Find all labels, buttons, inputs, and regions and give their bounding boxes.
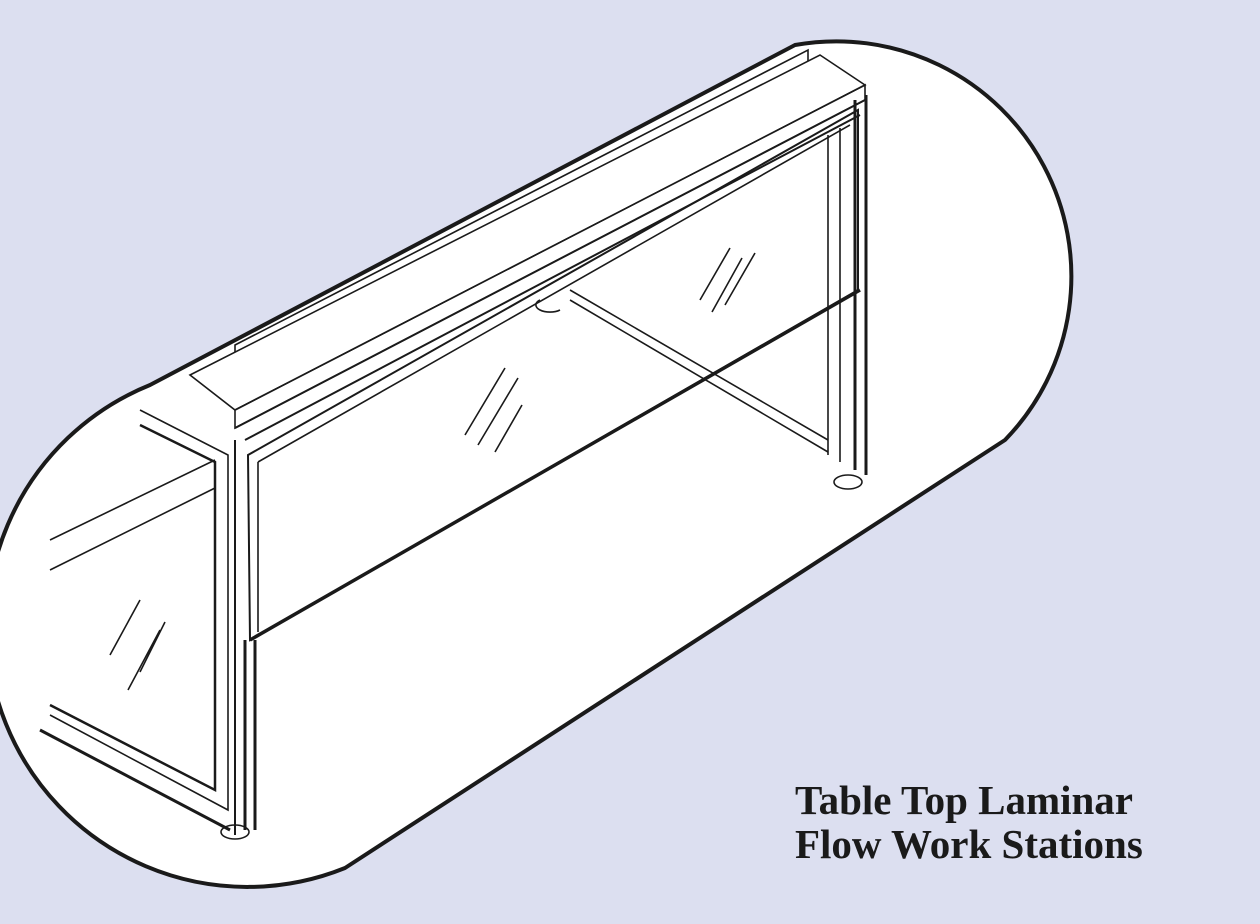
glass-reflection — [109, 599, 166, 691]
glass-reflection — [699, 247, 756, 313]
glass-reflection — [464, 367, 523, 453]
workstation-drawing — [39, 48, 868, 840]
title-line-1: Table Top Laminar — [795, 777, 1134, 823]
capsule-frame — [0, 39, 1074, 889]
product-title: Table Top Laminar Flow Work Stations — [795, 778, 1143, 866]
title-line-2: Flow Work Stations — [795, 821, 1143, 867]
